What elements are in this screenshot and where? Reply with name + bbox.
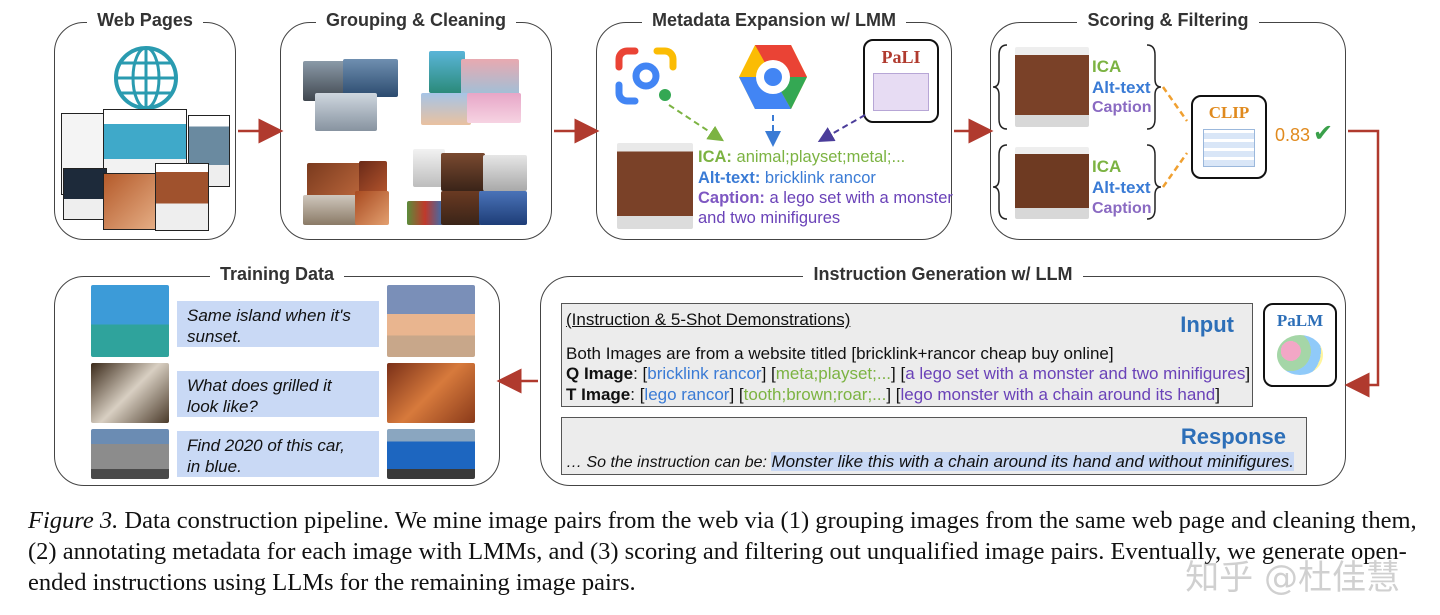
figure-caption: Figure 3. Data construction pipeline. We… xyxy=(28,505,1418,598)
island-image xyxy=(429,51,465,93)
flow-arrows xyxy=(238,118,1380,398)
panel-title-instruction: Instruction Generation w/ LLM xyxy=(803,264,1083,284)
food-image xyxy=(355,191,389,225)
palm-tree-graphic xyxy=(1277,335,1323,375)
webpage-thumbnail xyxy=(63,168,107,220)
lego-monster-image xyxy=(617,143,693,229)
island-image xyxy=(91,285,169,357)
score-alt-label: Alt-text xyxy=(1092,78,1151,97)
clip-model-card: CLIP xyxy=(1191,95,1267,179)
blue-car-image xyxy=(387,429,475,479)
score-caption-label: Caption xyxy=(1092,99,1152,116)
panel-title-scoring: Scoring & Filtering xyxy=(1077,10,1259,30)
google-lens-icon xyxy=(615,47,677,105)
lego-image xyxy=(479,191,527,225)
check-icon: ✔ xyxy=(1313,120,1334,147)
panel-grouping-cleaning: Grouping & Cleaning xyxy=(280,10,552,240)
pali-diagram xyxy=(873,73,929,111)
grilled-food-image xyxy=(387,363,475,423)
metadata-arrows xyxy=(668,104,866,147)
palm-model-card: PaLM xyxy=(1263,303,1337,387)
score-caption-label-2: Caption xyxy=(1092,200,1152,217)
input-line-1: Both Images are from a website titled [b… xyxy=(566,344,1114,363)
island-image xyxy=(461,59,519,95)
panel-web-pages: Web Pages xyxy=(54,10,236,240)
panel-title-web-pages: Web Pages xyxy=(87,10,203,30)
lego-monster-image-q xyxy=(1015,47,1089,127)
input-label: Input xyxy=(1180,312,1234,337)
watermark: 知乎 @杜佳慧 xyxy=(1185,558,1400,598)
score-value: 0.83 xyxy=(1275,125,1311,145)
lego-image xyxy=(413,149,445,187)
input-header: (Instruction & 5-Shot Demonstrations) xyxy=(566,310,851,329)
response-line: … So the instruction can be: Monster lik… xyxy=(566,452,1295,471)
panel-title-metadata: Metadata Expansion w/ LMM xyxy=(641,10,907,30)
food-image xyxy=(303,195,359,225)
response-label: Response xyxy=(1180,424,1286,449)
metadata-caption-line: Caption: a lego set with a monster xyxy=(698,189,953,207)
panel-metadata-expansion: Metadata Expansion w/ LMM PaLI xyxy=(596,10,953,240)
lego-image xyxy=(441,191,481,225)
input-t-line: T Image: [lego rancor] [tooth;brown;roar… xyxy=(566,385,1220,404)
car-image xyxy=(91,429,169,479)
pali-model-label: PaLI xyxy=(881,47,921,67)
score-ica-label: ICA xyxy=(1092,57,1122,76)
panel-instruction-generation: Instruction Generation w/ LLM (Instructi… xyxy=(540,264,1346,486)
metadata-caption-line-2: and two minifigures xyxy=(698,209,841,227)
pali-model-card: PaLI xyxy=(863,39,939,123)
metadata-alt-line: Alt-text: bricklink rancor xyxy=(698,169,876,187)
scoring-braces xyxy=(992,44,1189,220)
training-query-3: Find 2020 of this car,in blue. xyxy=(177,431,379,477)
response-box: Response … So the instruction can be: Mo… xyxy=(561,417,1307,475)
google-cloud-icon xyxy=(739,45,807,109)
food-image xyxy=(359,161,387,195)
lego-image xyxy=(483,155,527,191)
score-ica-label-2: ICA xyxy=(1092,157,1122,176)
webpage-thumbnail xyxy=(103,173,165,230)
palm-model-label: PaLM xyxy=(1276,311,1324,330)
lego-image xyxy=(407,201,443,225)
island-image xyxy=(421,93,471,125)
globe-icon xyxy=(114,46,178,110)
island-image xyxy=(467,93,521,123)
webpage-thumbnail xyxy=(155,163,209,231)
caption-text: Data construction pipeline. We mine imag… xyxy=(28,507,1417,596)
panel-title-training: Training Data xyxy=(209,264,345,284)
car-image xyxy=(315,93,377,131)
lego-image xyxy=(441,153,485,191)
clip-model-label: CLIP xyxy=(1208,103,1250,122)
lego-monster-image-t xyxy=(1015,147,1089,219)
metadata-ica-line: ICA: animal;playset;metal;... xyxy=(698,148,906,166)
sunset-image xyxy=(387,285,475,357)
panel-scoring-filtering: Scoring & Filtering ICA Alt-text Caption… xyxy=(990,10,1346,240)
food-image xyxy=(91,363,169,423)
input-q-line: Q Image: [bricklink rancor] [meta;playse… xyxy=(566,364,1251,383)
panel-title-grouping: Grouping & Cleaning xyxy=(316,10,516,30)
clip-diagram xyxy=(1203,129,1255,167)
arrow-scoring-to-instruction xyxy=(1344,129,1380,398)
score-alt-label-2: Alt-text xyxy=(1092,178,1151,197)
figure-label: Figure 3. xyxy=(28,507,119,534)
input-box: (Instruction & 5-Shot Demonstrations) In… xyxy=(561,303,1253,407)
car-image xyxy=(343,59,398,97)
